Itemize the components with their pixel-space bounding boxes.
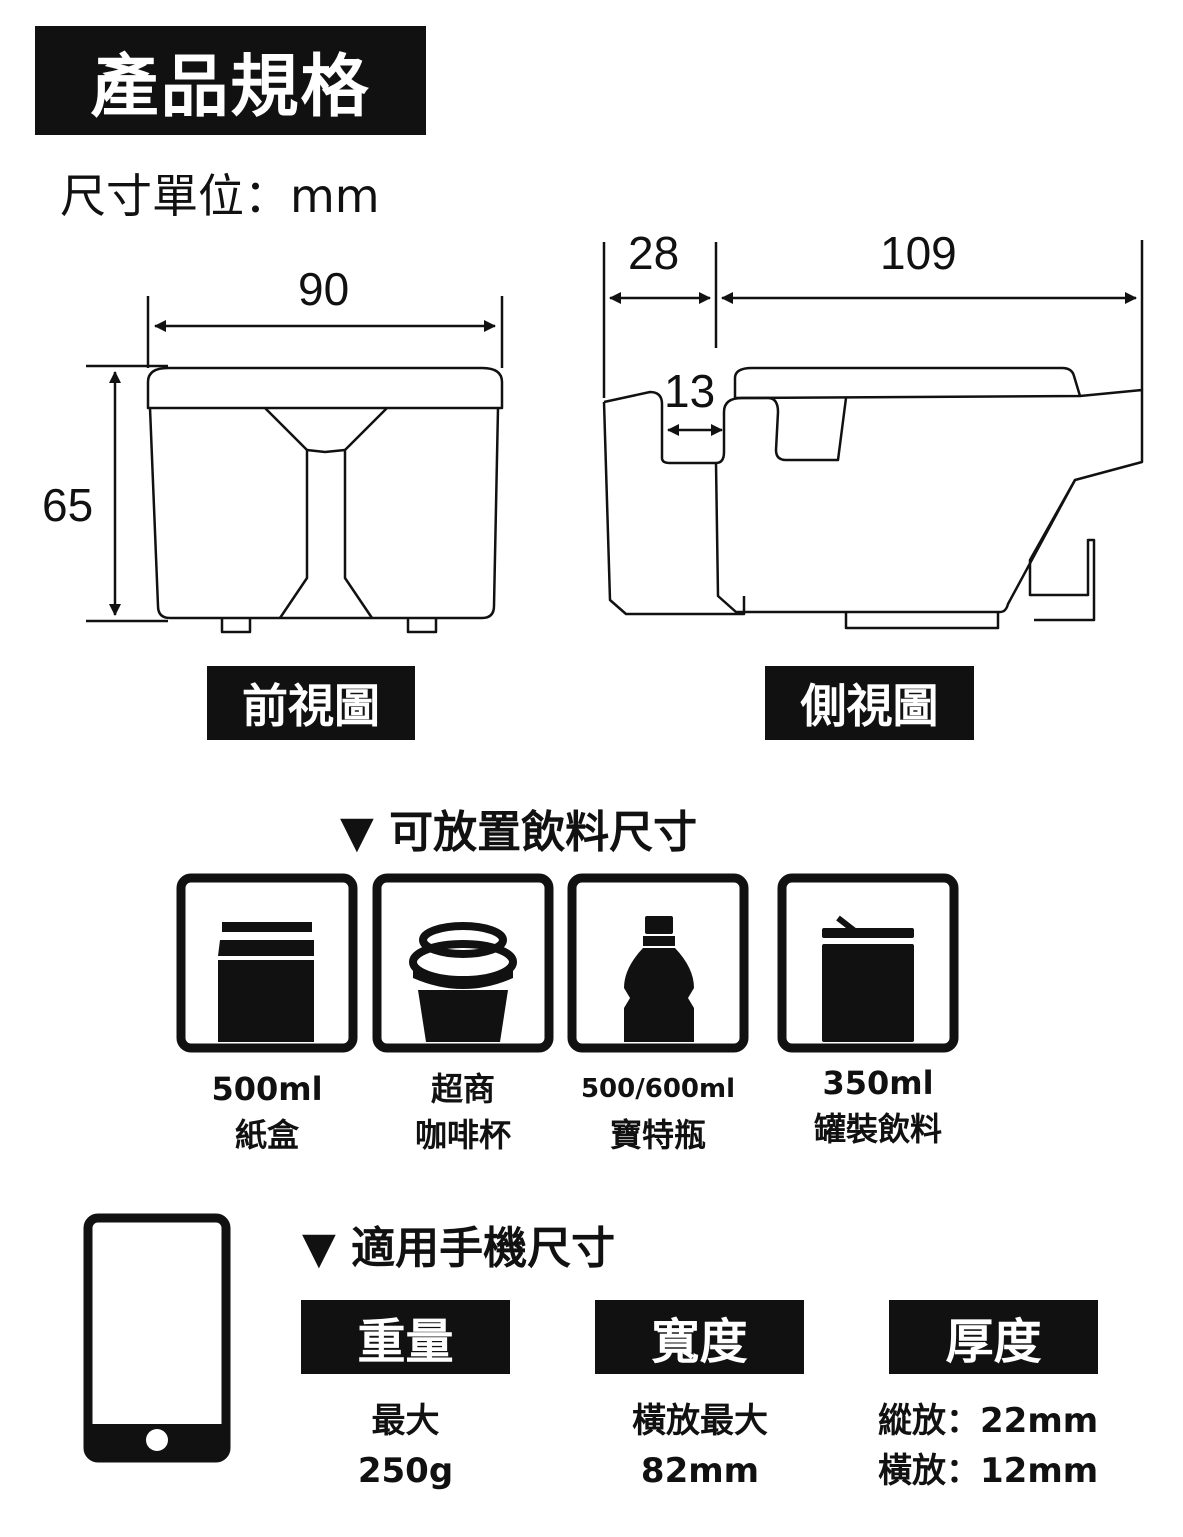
spec-weight-label: 重量 bbox=[301, 1300, 510, 1374]
side-dimension-a: 28 bbox=[628, 227, 680, 279]
drink-caption-carton: 500ml 紙盒 bbox=[211, 1070, 323, 1154]
spec-width-value: 橫放最大 82mm bbox=[632, 1401, 768, 1491]
carton-icon bbox=[218, 922, 314, 1042]
side-dimension-c: 13 bbox=[664, 365, 716, 417]
can-icon bbox=[822, 915, 914, 1042]
drink-caption-can: 350ml 罐裝飲料 bbox=[813, 1064, 942, 1148]
front-width-dimension: 90 bbox=[298, 263, 350, 315]
drinks-heading: ▼ 可放置飲料尺寸 bbox=[340, 807, 698, 858]
page-title: 產品規格 bbox=[35, 26, 426, 135]
drink-caption-bottle: 500/600ml 寶特瓶 bbox=[580, 1074, 736, 1154]
coffee-cup-icon bbox=[409, 922, 517, 1042]
spec-thickness-label: 厚度 bbox=[889, 1300, 1098, 1374]
side-view-drawing bbox=[602, 240, 1144, 630]
spec-weight-value: 最大 250g bbox=[357, 1401, 454, 1491]
phone-heading: ▼ 適用手機尺寸 bbox=[302, 1223, 616, 1274]
spec-width-label: 寬度 bbox=[595, 1300, 804, 1374]
side-dimension-b: 109 bbox=[880, 227, 957, 279]
front-view-drawing bbox=[86, 296, 504, 634]
front-view-label: 前視圖 bbox=[207, 666, 415, 740]
front-height-dimension: 65 bbox=[42, 479, 94, 531]
bottle-icon bbox=[624, 916, 694, 1042]
unit-label: 尺寸單位：mm bbox=[60, 169, 380, 223]
spec-thickness-value: 縱放：22mm 橫放：12mm bbox=[878, 1401, 1099, 1491]
drink-caption-coffee: 超商 咖啡杯 bbox=[414, 1070, 511, 1154]
side-view-label: 側視圖 bbox=[765, 666, 974, 740]
